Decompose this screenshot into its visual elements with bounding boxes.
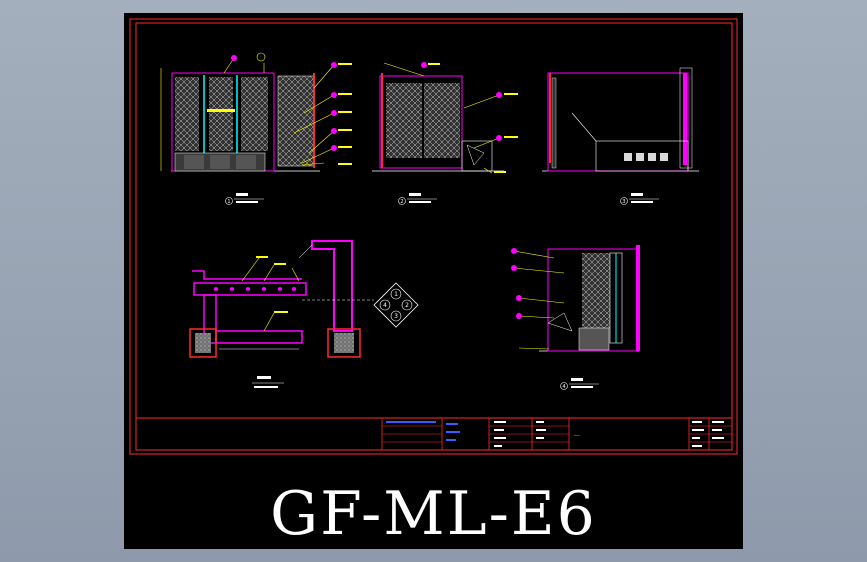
elevation-2[interactable]: 2 xyxy=(372,62,518,205)
elevation-3-tag: 3 xyxy=(622,199,625,205)
drawing-canvas[interactable]: 1 xyxy=(124,13,743,549)
view-key-1: 1 xyxy=(394,291,398,298)
floor-plan[interactable]: 1 2 3 4 xyxy=(189,240,419,388)
view-key-4: 4 xyxy=(383,302,387,309)
elevation-3[interactable]: 3 xyxy=(542,67,699,205)
elevation-1[interactable]: 1 xyxy=(160,52,352,205)
view-key-3: 3 xyxy=(394,313,398,320)
sheet-title: … xyxy=(574,431,580,438)
view-key-2: 2 xyxy=(405,302,409,309)
view-key: 1 2 3 4 xyxy=(373,282,419,328)
title-block[interactable]: … xyxy=(135,417,733,451)
drawing-sheet[interactable]: 1 xyxy=(124,13,743,549)
drawing-code-label: GF-ML-E6 xyxy=(270,479,597,549)
elevation-1-tag: 1 xyxy=(227,199,230,205)
elevation-4[interactable]: 4 xyxy=(511,245,640,390)
elevation-2-tag: 2 xyxy=(400,199,403,205)
elevation-4-tag: 4 xyxy=(562,384,565,390)
outer-border xyxy=(129,18,738,455)
